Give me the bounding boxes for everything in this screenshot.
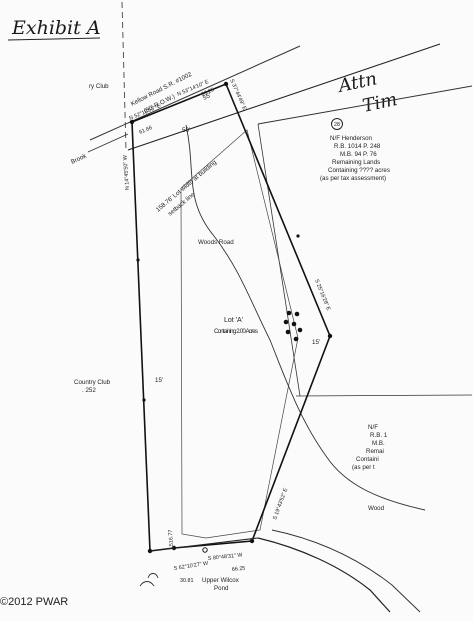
- wood-label: Wood: [368, 505, 385, 512]
- nf-line-4: Remai: [366, 448, 384, 455]
- distance-bottom-left: 30.81: [180, 578, 194, 584]
- nf-line-2: R.B. 1: [370, 432, 388, 439]
- henderson-north-line: [257, 85, 473, 125]
- nf-partial-label-block: N/F R.B. 1 M.B. Remai Containi (as per t: [352, 424, 388, 471]
- bearing-bottom-left: S 62°10'27" W: [173, 560, 209, 572]
- bearing-right-mid: S 25°16'28" E: [313, 279, 331, 312]
- brook-label: Brook: [70, 152, 88, 166]
- pond-shore-2: [139, 581, 155, 587]
- woods-road-path: [185, 124, 426, 511]
- nf-north-line: [295, 394, 473, 397]
- note-tim: Tim: [361, 89, 399, 117]
- pond-shore-1: [147, 573, 159, 579]
- henderson-line-2: R.B. 1014 P. 248: [334, 143, 381, 150]
- offset-50: 50': [182, 127, 190, 134]
- bearing-bottom-right: S 80°48'31" W: [208, 552, 244, 562]
- distance-top-right: 66.25: [200, 87, 215, 98]
- offset-15-right: 15': [312, 339, 320, 346]
- pond-label-2: Pond: [214, 585, 229, 592]
- henderson-badge-number: 28: [334, 122, 340, 128]
- nf-line-6: (as per t: [352, 464, 375, 471]
- henderson-badge-icon: [331, 118, 343, 130]
- kellow-road-south-edge: [127, 43, 441, 151]
- henderson-label-block: N/F Henderson R.B. 1014 P. 248 M.B. 94 P…: [320, 135, 390, 182]
- nf-line-5: Containi: [356, 456, 379, 463]
- henderson-line-1: N/F Henderson: [330, 135, 373, 142]
- offset-15-left: 15': [155, 377, 163, 384]
- title-underline: [7, 37, 101, 41]
- lot-name: Lot 'A': [224, 317, 243, 324]
- henderson-line-5: Containing ???? acres: [328, 167, 390, 174]
- setback-line: [180, 129, 299, 539]
- offset-55: 55': [202, 92, 212, 102]
- tree-cluster-icon: [283, 310, 303, 342]
- boundary-markers: [129, 81, 333, 554]
- woods-road-label: Woods Road: [198, 239, 234, 246]
- distance-top-left: 61.66: [138, 125, 153, 136]
- reference-line: [121, 1, 127, 151]
- country-club-left-1: Country Club: [74, 379, 111, 386]
- east-road-edge-2: [271, 529, 421, 613]
- henderson-line-6: (as per tax assessment): [320, 175, 386, 182]
- henderson-line-4: Remaining Lands: [332, 159, 380, 166]
- kellow-road-north-edge: [89, 45, 301, 141]
- distance-left-bottom: 516.77: [168, 529, 175, 546]
- setback-label-1: 158.76' Lot width at building: [155, 159, 219, 214]
- copyright-watermark: ©2012 PWAR: [0, 596, 68, 608]
- bearing-right-lower: S 19°43'52" E: [272, 487, 289, 521]
- exhibit-title: Exhibit A: [11, 17, 101, 39]
- east-road-edge-1: [257, 537, 391, 613]
- lot-area: Containing 2.00 Acres: [214, 328, 258, 335]
- country-club-top: ry Club: [89, 83, 109, 90]
- henderson-line-3: M.B. 94 P. 76: [340, 151, 377, 158]
- nf-line-1: N/F: [368, 424, 378, 431]
- distance-bottom-right: 66.25: [232, 566, 246, 573]
- nf-line-3: M.B.: [372, 440, 385, 447]
- pond-label-1: Upper Wilcox: [202, 577, 240, 584]
- south-road-edge: [149, 537, 259, 552]
- bearing-left: N 14°45'50" W: [123, 154, 131, 190]
- country-club-left-2: . 252: [82, 387, 96, 394]
- brook-line: [87, 133, 129, 153]
